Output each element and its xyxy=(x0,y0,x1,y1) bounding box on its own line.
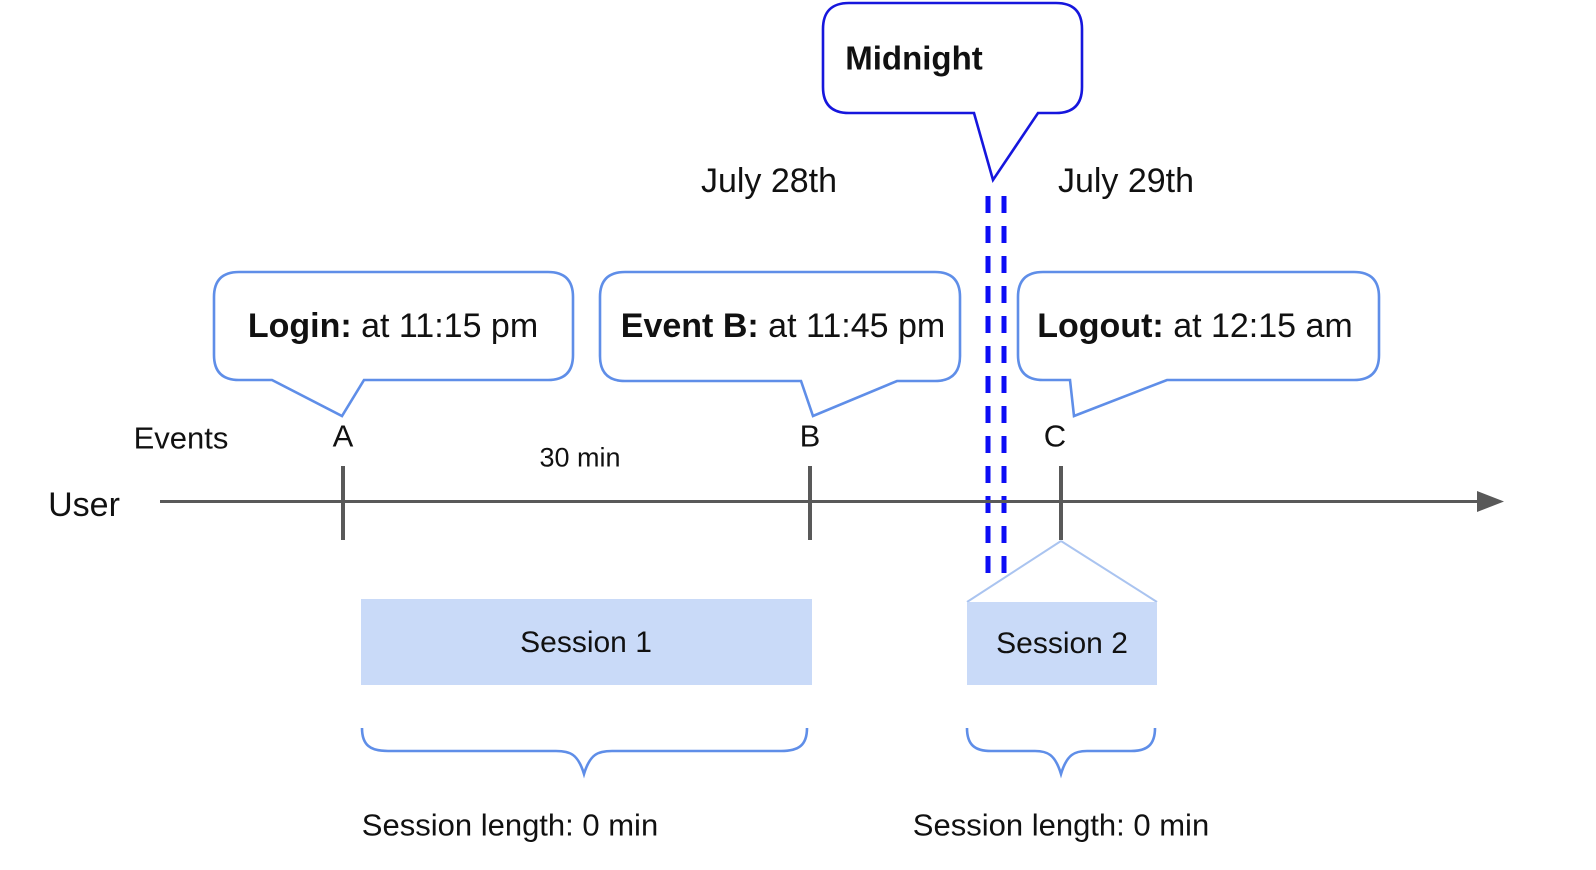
event-marker-b: B xyxy=(799,418,821,454)
login-callout-label: Login: at 11:15 pm xyxy=(248,309,538,343)
session-2-brace xyxy=(965,727,1157,779)
date-july-28-label: July 28th xyxy=(700,162,838,200)
date-july-29-label: July 29th xyxy=(1057,162,1195,200)
session-2-collapse-right-line xyxy=(1060,540,1158,603)
session-2-box xyxy=(967,602,1157,685)
timeline-arrowhead xyxy=(1477,491,1504,512)
session-1-brace xyxy=(360,727,809,779)
login-callout-label-bold: Login: xyxy=(247,307,352,345)
events-label: Events xyxy=(133,420,229,456)
event-b-callout-label: Event B: at 11:45 pm xyxy=(621,309,945,343)
logout-callout-label-bold: Logout: xyxy=(1037,307,1164,345)
logout-callout-label: Logout: at 12:15 am xyxy=(1037,309,1353,343)
logout-callout-label-rest: at 12:15 am xyxy=(1163,307,1353,345)
login-callout-label-rest: at 11:15 pm xyxy=(351,307,539,345)
session-1-box xyxy=(361,599,812,685)
session-2-label: Session 2 xyxy=(996,627,1128,660)
event-b-callout-label-bold: Event B: xyxy=(620,307,759,345)
midnight-callout-bubble xyxy=(821,1,1084,184)
event-marker-a: A xyxy=(332,418,354,454)
session-1-label: Session 1 xyxy=(520,626,652,659)
session-2-length-label: Session length: 0 min xyxy=(912,807,1210,843)
session-1-length-label: Session length: 0 min xyxy=(361,807,659,843)
event-marker-c: C xyxy=(1043,418,1067,454)
user-label: User xyxy=(48,486,120,524)
login-callout-bubble xyxy=(212,270,575,418)
midnight-label: Midnight xyxy=(845,39,983,77)
logout-callout-bubble xyxy=(1016,270,1381,418)
event-b-callout-label-rest: at 11:45 pm xyxy=(758,307,946,345)
interval-label: 30 min xyxy=(539,442,621,473)
event-b-callout-bubble xyxy=(598,270,962,418)
session-2-collapse-left-line xyxy=(966,540,1062,603)
